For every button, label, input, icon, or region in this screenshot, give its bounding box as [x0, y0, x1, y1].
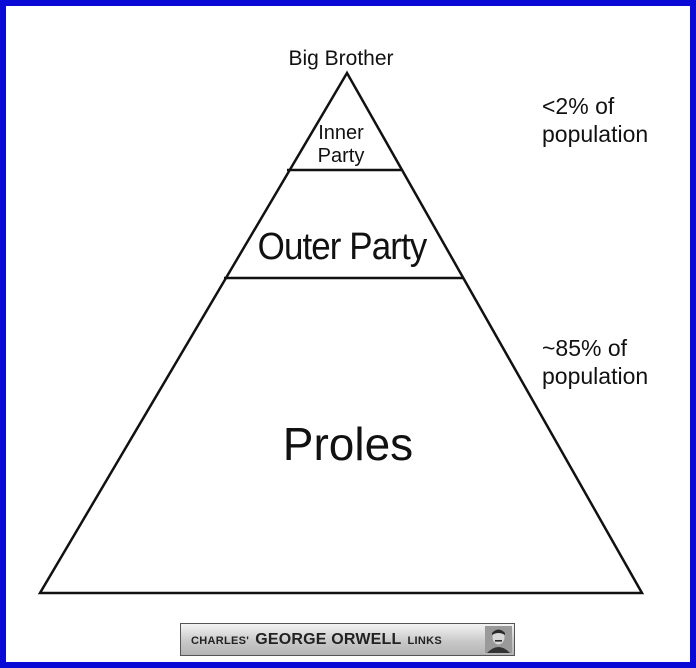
portrait-icon [485, 626, 512, 653]
banner-text: CHARLES' GEORGE ORWELL LINKS [191, 631, 442, 649]
population-note-top: <2% of population [542, 93, 649, 147]
proles-label: Proles [282, 418, 414, 470]
diagram-canvas: Big Brother Inner Party Outer Party Prol… [6, 6, 690, 662]
pyramid-diagram [37, 70, 645, 595]
orwell-links-banner[interactable]: CHARLES' GEORGE ORWELL LINKS [180, 623, 515, 656]
banner-title: GEORGE ORWELL [255, 630, 402, 648]
apex-label: Big Brother [288, 47, 394, 70]
banner-prefix: CHARLES' [191, 634, 250, 647]
outer-party-label: Outer Party [257, 226, 428, 268]
pyramid-outline [37, 70, 645, 595]
banner-suffix: LINKS [407, 634, 442, 647]
population-note-bottom: ~85% of population [542, 335, 649, 389]
inner-party-label: Inner Party [317, 122, 365, 167]
